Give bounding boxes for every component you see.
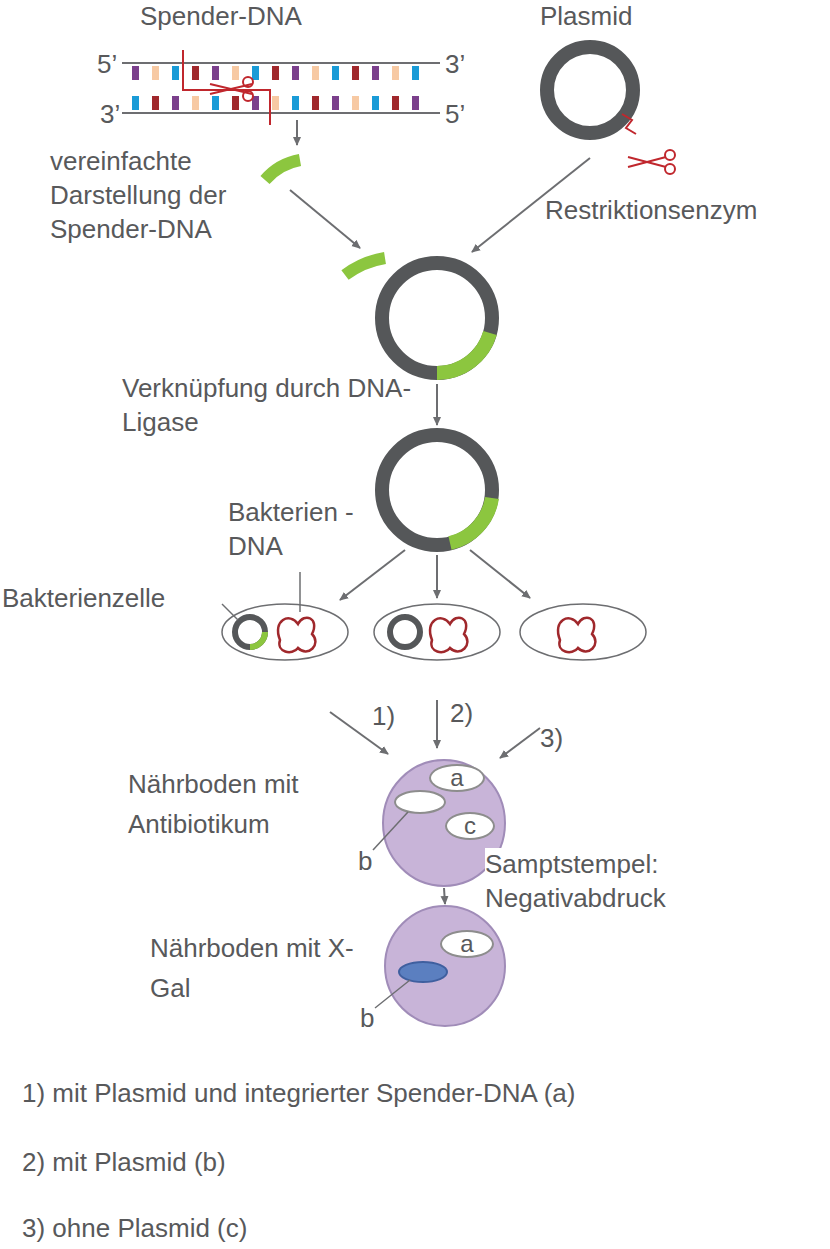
strand-end: 5’ — [445, 98, 465, 132]
strand-end: 5’ — [97, 48, 117, 82]
agar-plate: Nährboden mit X-Gala — [385, 906, 505, 1026]
colony-letter: b — [360, 1002, 374, 1036]
callout-number: 1) — [372, 700, 395, 734]
annotation: Bakterienzelle — [2, 582, 165, 616]
connector — [444, 888, 445, 904]
colony-letter: c — [464, 814, 476, 838]
plate-label: Nährboden mit X-Gal — [150, 928, 365, 1009]
scissors — [620, 140, 680, 180]
callout-number: 3) — [540, 722, 563, 756]
edge-label: Samptstempel: Negativabdruck — [485, 848, 735, 916]
step-label: Verknüpfung durch DNA-Ligase — [122, 372, 422, 440]
list-item: 1) mit Plasmid und integrierter Spender-… — [22, 1077, 575, 1111]
annotation: Bakterien -DNA — [228, 496, 356, 564]
colony-letter: b — [358, 845, 372, 879]
heading: Spender-DNA — [140, 0, 302, 34]
donor-dna — [122, 50, 440, 125]
heading: Plasmid — [540, 0, 632, 34]
strand-end: 3’ — [100, 98, 120, 132]
colony: c — [445, 812, 495, 840]
colony-letter: a — [460, 932, 473, 956]
colony: a — [440, 930, 494, 958]
colony-letter: a — [450, 766, 463, 790]
list-item: 2) mit Plasmid (b) — [22, 1146, 226, 1180]
bacterial-cells — [222, 604, 646, 660]
annotation: vereinfachte Darstellung der Spender-DNA — [50, 145, 330, 246]
colony: a — [429, 764, 485, 792]
list-item: 3) ohne Plasmid (c) — [22, 1212, 247, 1246]
annotation: Restriktionsenzym — [545, 194, 757, 228]
callout-number: 2) — [450, 697, 473, 731]
strand-end: 3’ — [445, 48, 465, 82]
plate-label: Nährboden mit Antibiotikum — [128, 764, 358, 845]
scissors — [210, 77, 253, 101]
